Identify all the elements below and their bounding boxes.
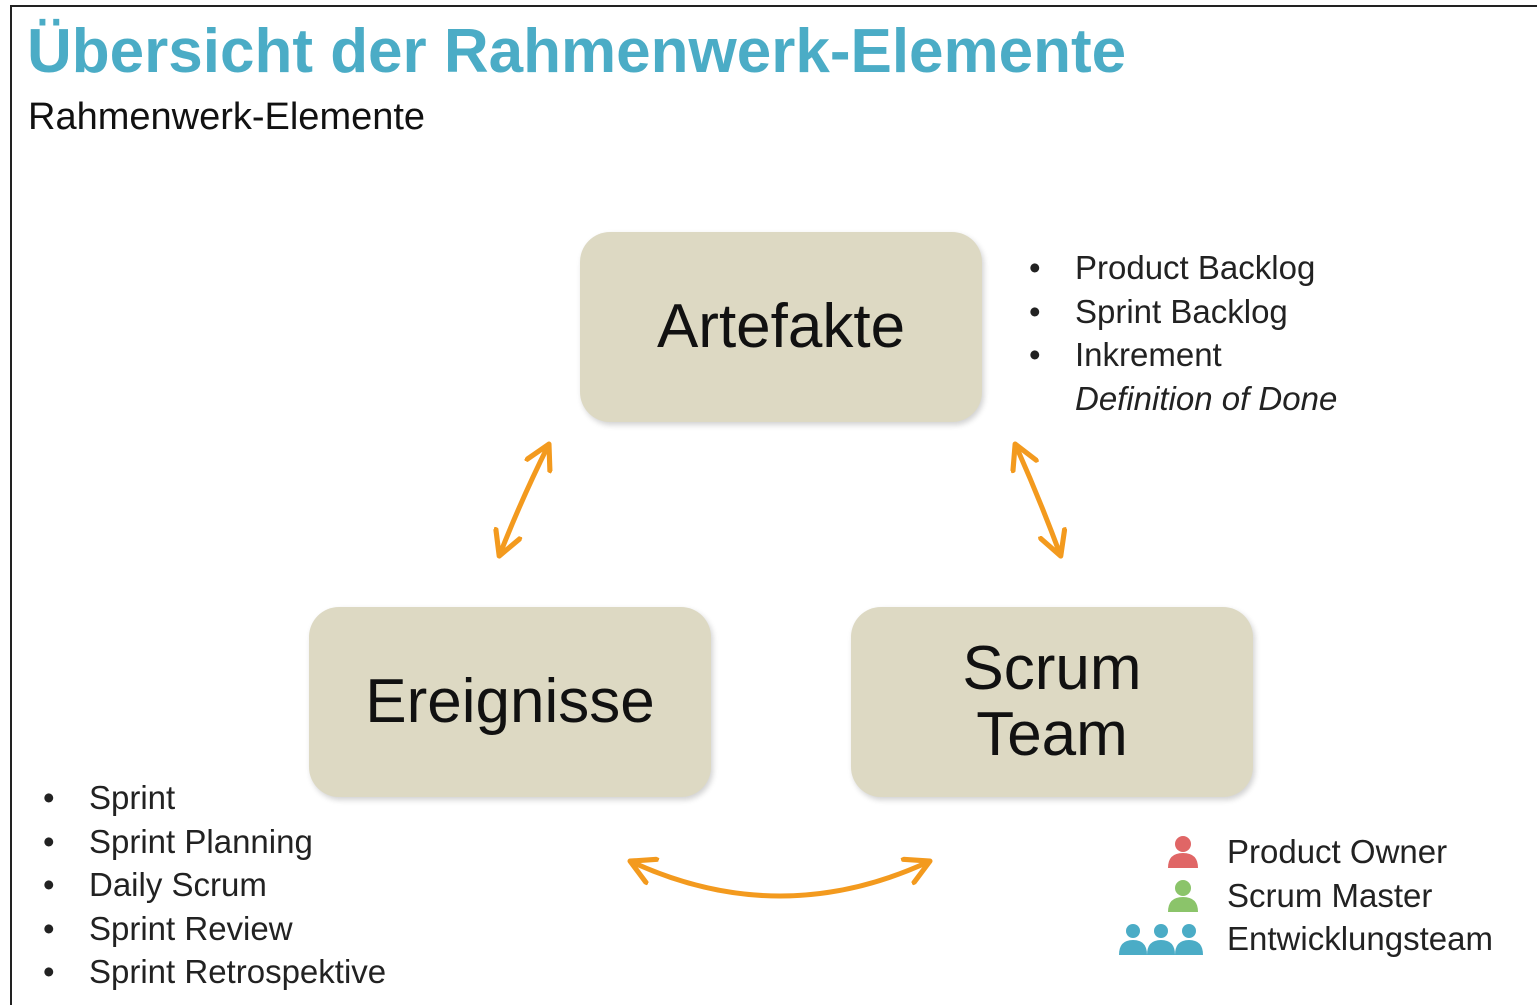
artefakte-box: Artefakte [580, 232, 982, 422]
ereignisse-list: •Sprint •Sprint Planning •Daily Scrum •S… [43, 776, 386, 994]
scrum-team-label-line1: Scrum [962, 634, 1142, 703]
slide-subtitle: Rahmenwerk-Elemente [28, 96, 426, 138]
slide-title: Übersicht der Rahmenwerk-Elemente [27, 17, 1127, 86]
ereignisse-box: Ereignisse [309, 607, 711, 797]
bullet-icon: • [43, 822, 55, 860]
list-item: •Sprint Review [43, 907, 386, 951]
list-item: •Sprint Backlog [1029, 290, 1337, 334]
list-item: •Product Backlog [1029, 246, 1337, 290]
list-item: Definition of Done [1075, 379, 1338, 417]
scrum-team-label-line2: Team [976, 700, 1128, 769]
bullet-icon: • [1029, 249, 1041, 286]
group-icon [1119, 924, 1203, 955]
list-item: •Sprint Retrospektive [43, 950, 386, 994]
ereignisse-label: Ereignisse [365, 667, 655, 736]
artefakte-list: •Product Backlog •Sprint Backlog •Inkrem… [1029, 246, 1338, 420]
person-icon [1168, 879, 1198, 912]
list-item: •Sprint Planning [43, 820, 386, 864]
list-item: •Inkrement [1029, 333, 1337, 377]
slide-frame [10, 5, 1537, 1005]
artefakte-label: Artefakte [656, 292, 906, 361]
bullet-icon: • [1029, 336, 1041, 373]
scrum-team-box: Scrum Team [851, 607, 1253, 797]
bullet-icon: • [1029, 292, 1041, 330]
bullet-icon: • [43, 909, 55, 947]
list-item: •Sprint [43, 776, 386, 820]
bullet-icon: • [43, 779, 55, 816]
person-icon [1168, 836, 1198, 868]
bullet-icon: • [43, 953, 55, 990]
bullet-icon: • [43, 866, 55, 903]
list-item: •Daily Scrum [43, 863, 386, 907]
